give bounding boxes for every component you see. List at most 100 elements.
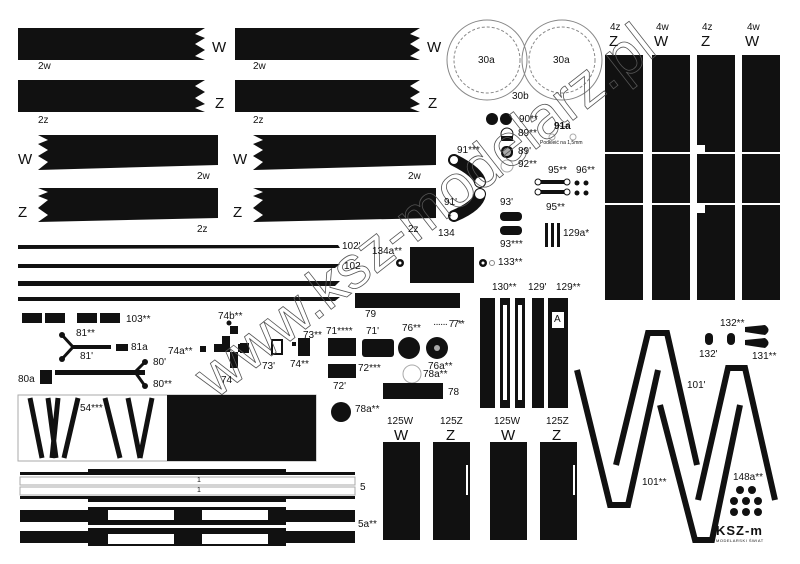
part-label: 2z	[197, 224, 208, 235]
part-label: 2w	[253, 61, 266, 72]
part-label: 102	[344, 261, 361, 272]
part-label: 2w	[197, 171, 210, 182]
part-label: 80a	[18, 374, 35, 385]
part-label: 129a*	[563, 228, 590, 239]
part-label: 73**	[303, 330, 322, 341]
part-label: 132'	[699, 349, 718, 360]
part-label: 4z	[610, 22, 621, 33]
part-label: 131**	[752, 351, 777, 362]
part-label: 102'	[342, 241, 361, 252]
part-label: 134a**	[372, 246, 403, 257]
part-label: 129**	[556, 282, 581, 293]
side-label: Z	[552, 427, 562, 444]
part-label: 76a**	[428, 361, 453, 372]
part-label: 54***	[80, 403, 103, 414]
part-label: 93***	[500, 239, 523, 250]
side-label: W	[394, 427, 409, 444]
part-label: 4z	[702, 22, 713, 33]
part-label: 2w	[408, 171, 421, 182]
part-label: 125W	[494, 416, 521, 427]
part-label: 1	[197, 477, 201, 484]
side-label: Z	[428, 95, 438, 112]
part-label: 78a**	[423, 369, 448, 380]
side-label: W	[212, 39, 227, 56]
part-label: 4w	[656, 22, 669, 33]
part-label: 2z	[253, 115, 264, 126]
side-label: Z	[446, 427, 456, 444]
part-label: 93'	[500, 197, 514, 208]
part-label: 89**	[518, 128, 537, 139]
strip-2w-4	[253, 135, 436, 170]
part-label: 91a	[554, 121, 571, 132]
part-label: 5	[360, 482, 366, 493]
strip-2z-3	[235, 80, 420, 112]
part-label: 125Z	[546, 416, 569, 427]
part-label: 80**	[153, 379, 172, 390]
part-label: 96**	[576, 165, 595, 176]
part-label: 4w	[747, 22, 760, 33]
part-label: 89'	[518, 146, 532, 157]
part-label: 79	[365, 309, 377, 320]
part-label: 129'	[528, 282, 547, 293]
part-label: 103**	[126, 314, 151, 325]
part-label: 92**	[518, 159, 537, 170]
strip-2w-1	[18, 28, 205, 60]
circle-30a-right	[521, 19, 603, 101]
part-label: 125Z	[440, 416, 463, 427]
part-label: 81a	[131, 342, 148, 353]
part-label: 101**	[642, 477, 667, 488]
part-label: 125W	[387, 416, 414, 427]
part-label: 72***	[358, 363, 381, 374]
part-label: 74**	[290, 359, 309, 370]
part-label: 74	[221, 375, 233, 386]
part-label: 81'	[80, 351, 94, 362]
part-label: 71****	[326, 326, 353, 337]
strip-2z-4	[253, 188, 436, 222]
circle-30a-left	[446, 19, 528, 101]
side-label: W	[654, 33, 669, 50]
part-label: 30a	[478, 55, 495, 66]
part-label: 2w	[38, 61, 51, 72]
side-label: W	[427, 39, 442, 56]
circle-30a-right-inner	[528, 26, 596, 94]
strip-2z-1	[18, 80, 205, 112]
part-label: 80'	[153, 357, 167, 368]
part-label: 95**	[548, 165, 567, 176]
part-label: 90**	[519, 114, 538, 125]
side-label: W	[233, 151, 248, 168]
part-label: 30b	[512, 91, 529, 102]
part-label: 78a**	[355, 404, 380, 415]
side-label: W	[18, 151, 33, 168]
side-label: W	[501, 427, 516, 444]
part-label: 77**	[448, 319, 465, 330]
part-label: 132**	[720, 318, 745, 329]
part-label: 148a**	[733, 472, 764, 483]
part-label: 2z	[408, 224, 419, 235]
part-label: 130**	[492, 282, 517, 293]
logo-sub: MODELARSKI ŚWIAT	[716, 538, 764, 543]
right-panels	[605, 55, 780, 300]
part-label: 101'	[687, 380, 706, 391]
strip-2w-3	[235, 28, 420, 60]
part-label: 76**	[402, 323, 421, 334]
logo-name: KSZ-m	[716, 523, 763, 538]
side-label: Z	[215, 95, 225, 112]
part-label: 78	[448, 387, 460, 398]
part-label: 73'	[262, 361, 276, 372]
circle-30a-left-inner	[453, 26, 521, 94]
strips-right	[235, 28, 436, 222]
side-label: Z	[233, 204, 243, 221]
part-label: 134	[438, 228, 455, 239]
part-label: 2z	[38, 115, 49, 126]
strips-102	[18, 245, 340, 301]
part-label: 71'	[366, 326, 380, 337]
part-label: 95**	[546, 202, 565, 213]
part-label: 74a**	[168, 346, 193, 357]
strips-left	[18, 28, 218, 222]
side-label: Z	[18, 204, 28, 221]
part-label: 74b**	[218, 311, 243, 322]
side-label: Z	[609, 33, 619, 50]
part-label: 81**	[76, 328, 95, 339]
